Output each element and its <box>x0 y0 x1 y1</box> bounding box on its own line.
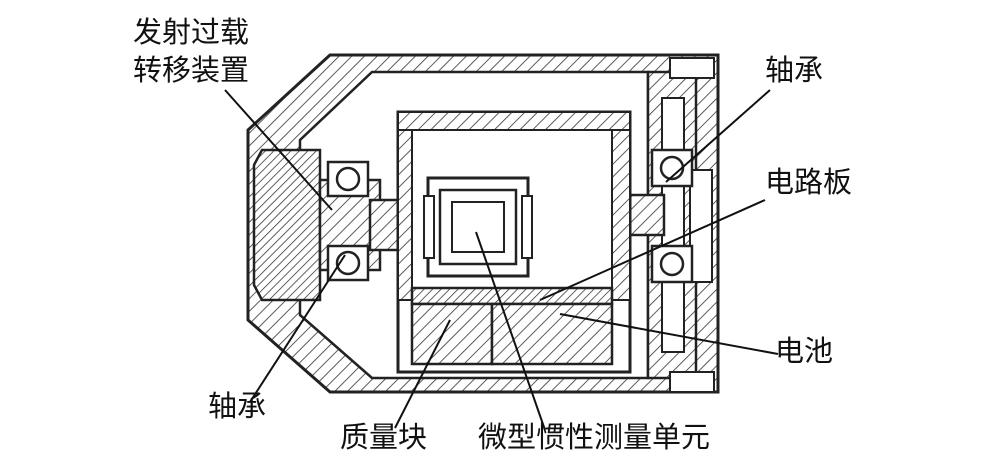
mass-block-label: 质量块 <box>340 420 428 454</box>
mimu-label: 微型惯性测量单元 <box>478 420 711 454</box>
bearing-left-bottom <box>326 244 370 282</box>
bearing-left-top <box>326 160 370 198</box>
bearing-right-top <box>650 148 694 188</box>
battery <box>490 302 614 366</box>
launch-overload-transfer-label: 发射过载 转移装置 <box>133 13 249 89</box>
launch-overload-line1: 发射过载 <box>133 15 250 49</box>
battery-label: 电池 <box>775 334 834 368</box>
bearing-bottom-label: 轴承 <box>208 389 267 423</box>
mimu-unit <box>423 176 533 278</box>
mass-block <box>410 302 494 366</box>
bearing-top-label: 轴承 <box>765 53 824 87</box>
leader-lines <box>224 89 779 431</box>
bearing-right-bottom <box>650 244 694 284</box>
launch-overload-line2: 转移装置 <box>133 53 250 87</box>
circuit-board <box>410 286 614 306</box>
circuit-board-label: 电路板 <box>765 165 853 199</box>
